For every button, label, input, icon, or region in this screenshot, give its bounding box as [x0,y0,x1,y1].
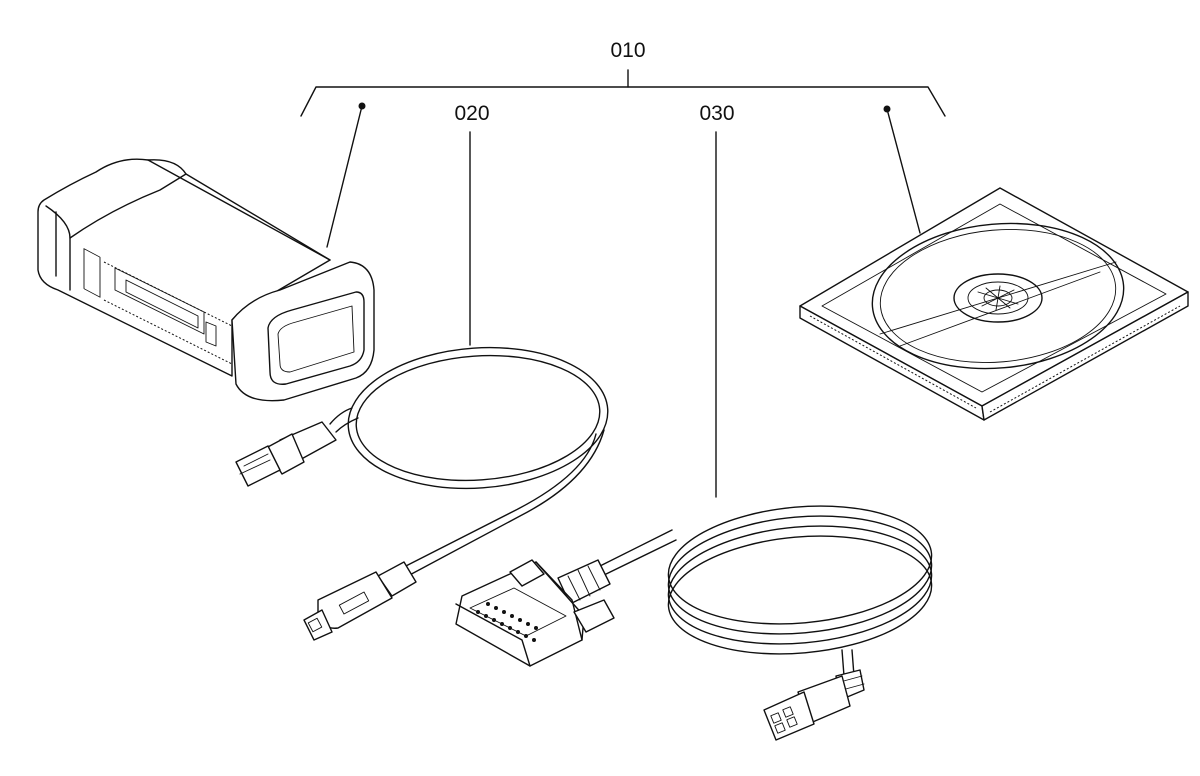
label-030: 030 [699,102,734,125]
usb-cable [235,346,609,641]
serial-cable [455,505,933,741]
label-020: 020 [454,102,489,125]
interface-box [37,158,375,402]
label-010: 010 [610,39,645,62]
cd-jewel-case [799,187,1189,421]
db25-pins [476,602,538,642]
leader-lines [326,102,921,498]
kit-bracket [300,69,946,117]
